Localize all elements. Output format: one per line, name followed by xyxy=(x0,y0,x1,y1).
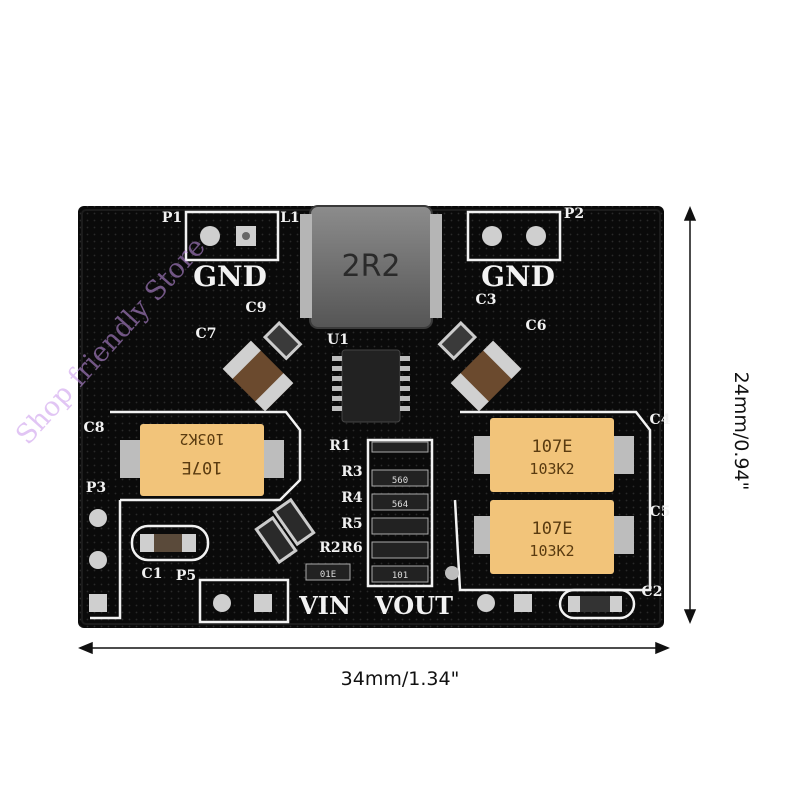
silk-label-u1: U1 xyxy=(327,332,349,348)
resistor-code: 01E xyxy=(320,570,336,580)
silk-label-c9: C9 xyxy=(246,300,267,316)
gnd-header-right xyxy=(482,226,546,246)
resistor-code: 560 xyxy=(392,476,408,486)
height-dimension-arrow xyxy=(683,206,697,624)
tantalum-marking-bottom-c8: 103K2 xyxy=(179,430,224,448)
tantalum-marking-top-c5: 107E xyxy=(532,519,573,539)
ceramic-cap-c6 xyxy=(450,340,522,412)
vin-pads xyxy=(213,594,272,612)
width-dimension-label: 34mm/1.34" xyxy=(340,668,460,690)
inductor-l1 xyxy=(300,205,442,329)
silk-label-p3: P3 xyxy=(86,480,106,496)
silk-label-c1: C1 xyxy=(142,566,163,582)
silk-label-r6: R6 xyxy=(341,540,362,556)
resistor-array xyxy=(305,441,459,583)
ceramic-cap-c3 xyxy=(437,320,478,361)
height-dimension-label: 24mm/0.94" xyxy=(730,371,752,491)
resistor-code: 101 xyxy=(392,571,408,581)
vout-pads xyxy=(477,594,532,612)
ceramic-cap-c9 xyxy=(262,320,303,361)
gnd-label-left: GND xyxy=(193,260,267,293)
header-p3 xyxy=(89,509,107,612)
silk-label-c5: C5 xyxy=(650,504,671,520)
silk-label-p2: P2 xyxy=(564,206,584,222)
resistor-codes: 560 564 101 01E xyxy=(320,476,408,581)
resistor-code: 564 xyxy=(392,500,408,510)
silk-label-l1: L1 xyxy=(280,210,300,226)
silk-label-c8: C8 xyxy=(84,420,105,436)
small-diagonal-caps xyxy=(254,497,316,565)
silk-label-p5: P5 xyxy=(176,568,196,584)
tantalum-cap-c5 xyxy=(474,500,634,574)
gnd-header-left xyxy=(200,226,256,246)
vout-label: VOUT xyxy=(374,591,453,620)
silk-label-r5: R5 xyxy=(341,516,362,532)
tantalum-marking-bottom-c5: 103K2 xyxy=(529,542,574,560)
silk-label-p1: P1 xyxy=(162,210,182,226)
silk-label-r4: R4 xyxy=(341,490,363,506)
ceramic-cap-c7 xyxy=(222,340,294,412)
silk-label-r2: R2 xyxy=(319,540,340,556)
tantalum-marking-top-c8: 107E xyxy=(182,457,223,477)
silk-label-c3: C3 xyxy=(476,292,497,308)
silk-label-c6: C6 xyxy=(526,318,547,334)
silk-label-c2: C2 xyxy=(642,584,663,600)
inductor-marking: 2R2 xyxy=(341,249,400,284)
silk-label-c7: C7 xyxy=(196,326,217,342)
tantalum-marking-bottom-c4: 103K2 xyxy=(529,460,574,478)
cap-c1 xyxy=(130,524,210,562)
silk-label-r3: R3 xyxy=(341,464,362,480)
silk-label-r1: R1 xyxy=(329,438,350,454)
cap-c2 xyxy=(558,588,636,620)
tantalum-cap-c8 xyxy=(120,424,284,496)
silkscreen-outlines xyxy=(90,210,652,624)
ic-u1 xyxy=(332,349,410,423)
vin-label: VIN xyxy=(298,591,351,620)
tantalum-cap-c4 xyxy=(474,418,634,492)
tantalum-marking-top-c4: 107E xyxy=(532,437,573,457)
silk-label-c4: C4 xyxy=(650,412,671,428)
gnd-label-right: GND xyxy=(481,260,555,293)
width-dimension-arrow xyxy=(78,641,670,655)
